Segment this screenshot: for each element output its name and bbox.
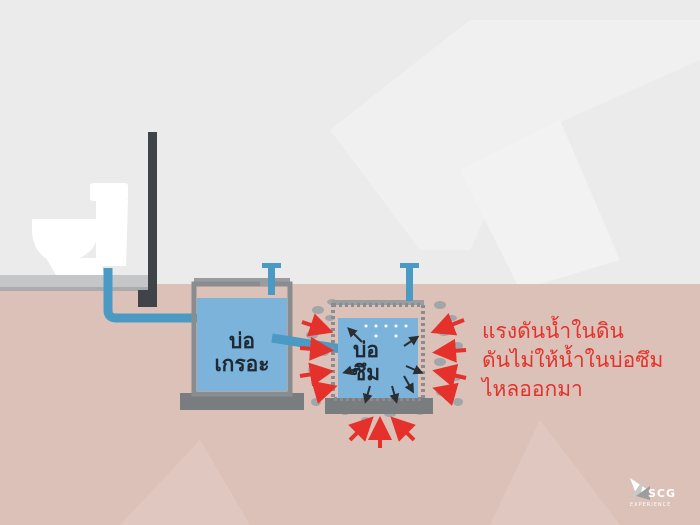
caption-line-1: แรงดันน้ำในดิน <box>482 319 624 343</box>
toilet-icon <box>32 183 128 275</box>
pressure-caption: แรงดันน้ำในดิน ดันไม่ให้น้ำในบ่อซึม ไหลอ… <box>482 317 697 404</box>
soak-pit-label-line-2: ซึม <box>351 361 381 385</box>
caption-line-2: ดันไม่ให้น้ำในบ่อซึม <box>482 348 664 372</box>
caption-line-3: ไหลออกมา <box>482 377 583 401</box>
inner-flow-arrows <box>342 327 424 404</box>
septic-tank <box>180 263 304 410</box>
soil-pressure-arrows <box>299 313 467 448</box>
brand-subtitle: EXPERIENCE <box>630 502 672 508</box>
soak-pit-label-line-1: บ่อ <box>353 338 379 362</box>
septic-tank-label-line-2: เกรอะ <box>214 352 270 376</box>
floor-slab <box>0 275 150 289</box>
drain-pipe <box>103 268 214 323</box>
soil-decoration <box>120 420 620 525</box>
soak-pit-label: บ่อ ซึม <box>338 339 394 385</box>
background-decoration <box>330 20 700 290</box>
floor-slab-edge <box>0 287 150 291</box>
building-wall <box>148 132 157 307</box>
wall-footing <box>138 290 157 307</box>
brand-name: SCG <box>648 487 677 500</box>
septic-tank-label-line-1: บ่อ <box>229 329 255 353</box>
scg-logo-icon <box>630 478 650 500</box>
septic-tank-label: บ่อ เกรอะ <box>207 330 277 376</box>
